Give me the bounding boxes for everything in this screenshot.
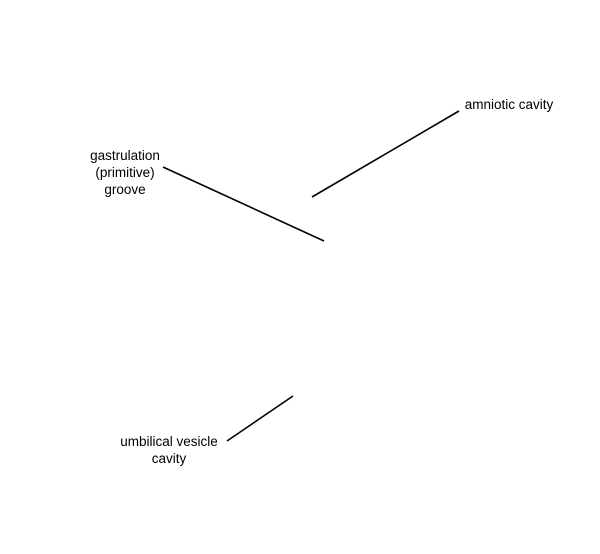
umbilical-vesicle-cavity-leader-line — [226, 395, 294, 442]
label-umbilical-vesicle-cavity-line-2: cavity — [151, 451, 187, 466]
label-gastrulation-groove-line-3: groove — [104, 182, 146, 197]
label-umbilical-vesicle-cavity: umbilical vesicle cavity — [104, 433, 234, 467]
gastrulation-groove-leader-line — [162, 166, 325, 242]
amniotic-cavity-leader-line — [311, 110, 460, 198]
label-umbilical-vesicle-cavity-line-1: umbilical vesicle — [120, 434, 218, 449]
label-amniotic-cavity: amniotic cavity — [455, 96, 563, 113]
label-gastrulation-groove-line-1: gastrulation — [90, 148, 160, 163]
label-amniotic-cavity-line-1: amniotic cavity — [464, 97, 554, 112]
label-gastrulation-groove: gastrulation (primitive) groove — [78, 147, 172, 198]
label-gastrulation-groove-line-2: (primitive) — [95, 165, 155, 180]
